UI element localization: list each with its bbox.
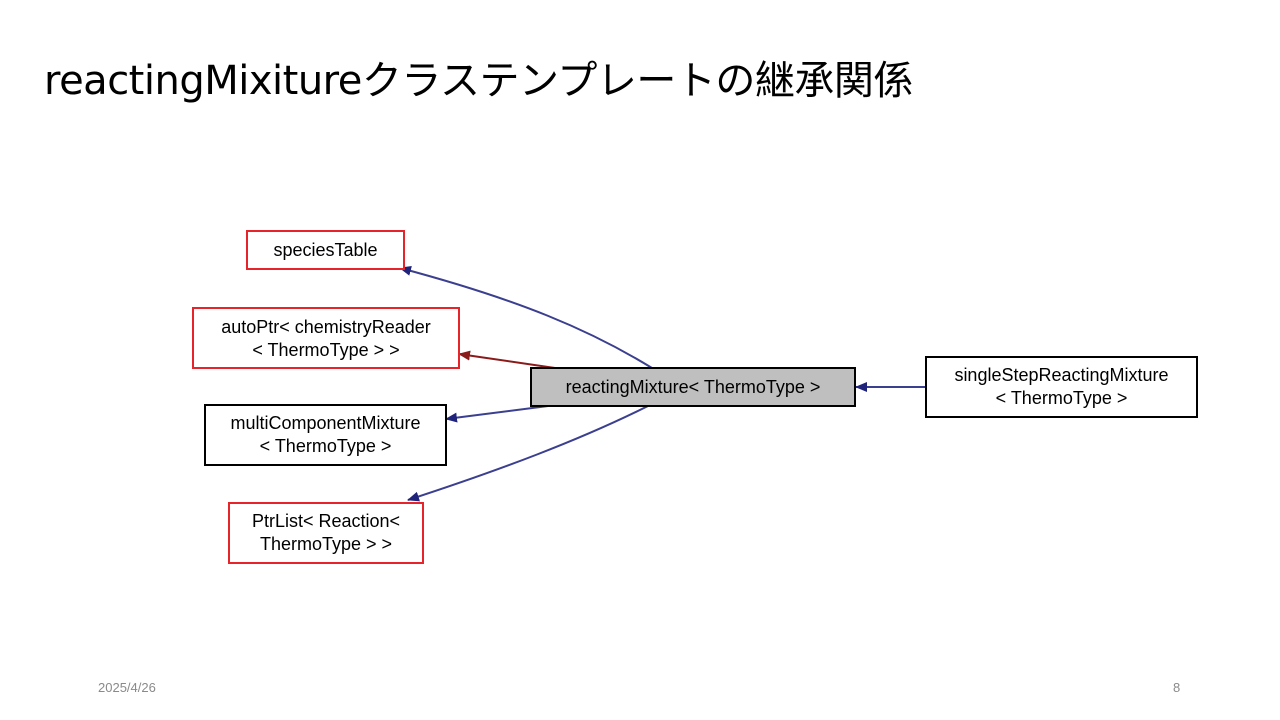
edge-reacting-to-species-table	[399, 266, 653, 369]
footer-date: 2025/4/26	[98, 680, 156, 695]
node-auto-ptr[interactable]: autoPtr< chemistryReader < ThermoType > …	[192, 307, 460, 369]
edge-reacting-to-auto-ptr	[458, 350, 556, 369]
node-multi-component[interactable]: multiComponentMixture < ThermoType >	[204, 404, 447, 466]
node-ptr-list-label-line1: PtrList< Reaction<	[252, 511, 400, 531]
node-reacting-mixture-label: reactingMixture< ThermoType >	[566, 377, 821, 397]
edge-reacting-to-multi-component	[445, 405, 549, 423]
node-species-table-label: speciesTable	[273, 240, 377, 260]
node-single-step-label-line1: singleStepReactingMixture	[954, 365, 1168, 385]
node-single-step-label-line2: < ThermoType >	[996, 388, 1128, 408]
node-reacting-mixture[interactable]: reactingMixture< ThermoType >	[530, 367, 856, 407]
edge-reacting-to-ptr-list	[407, 405, 649, 502]
node-ptr-list[interactable]: PtrList< Reaction< ThermoType > >	[228, 502, 424, 564]
node-ptr-list-label-line2: ThermoType > >	[260, 534, 392, 554]
node-auto-ptr-label-line2: < ThermoType > >	[252, 340, 399, 360]
slide-title: reactingMixitureクラステンプレートの継承関係	[44, 58, 913, 104]
node-multi-component-label-line2: < ThermoType >	[260, 436, 392, 456]
node-species-table[interactable]: speciesTable	[246, 230, 405, 270]
page-number: 8	[1173, 680, 1181, 695]
node-single-step[interactable]: singleStepReactingMixture < ThermoType >	[925, 356, 1198, 418]
node-multi-component-label-line1: multiComponentMixture	[230, 413, 420, 433]
node-auto-ptr-label-line1: autoPtr< chemistryReader	[221, 317, 431, 337]
